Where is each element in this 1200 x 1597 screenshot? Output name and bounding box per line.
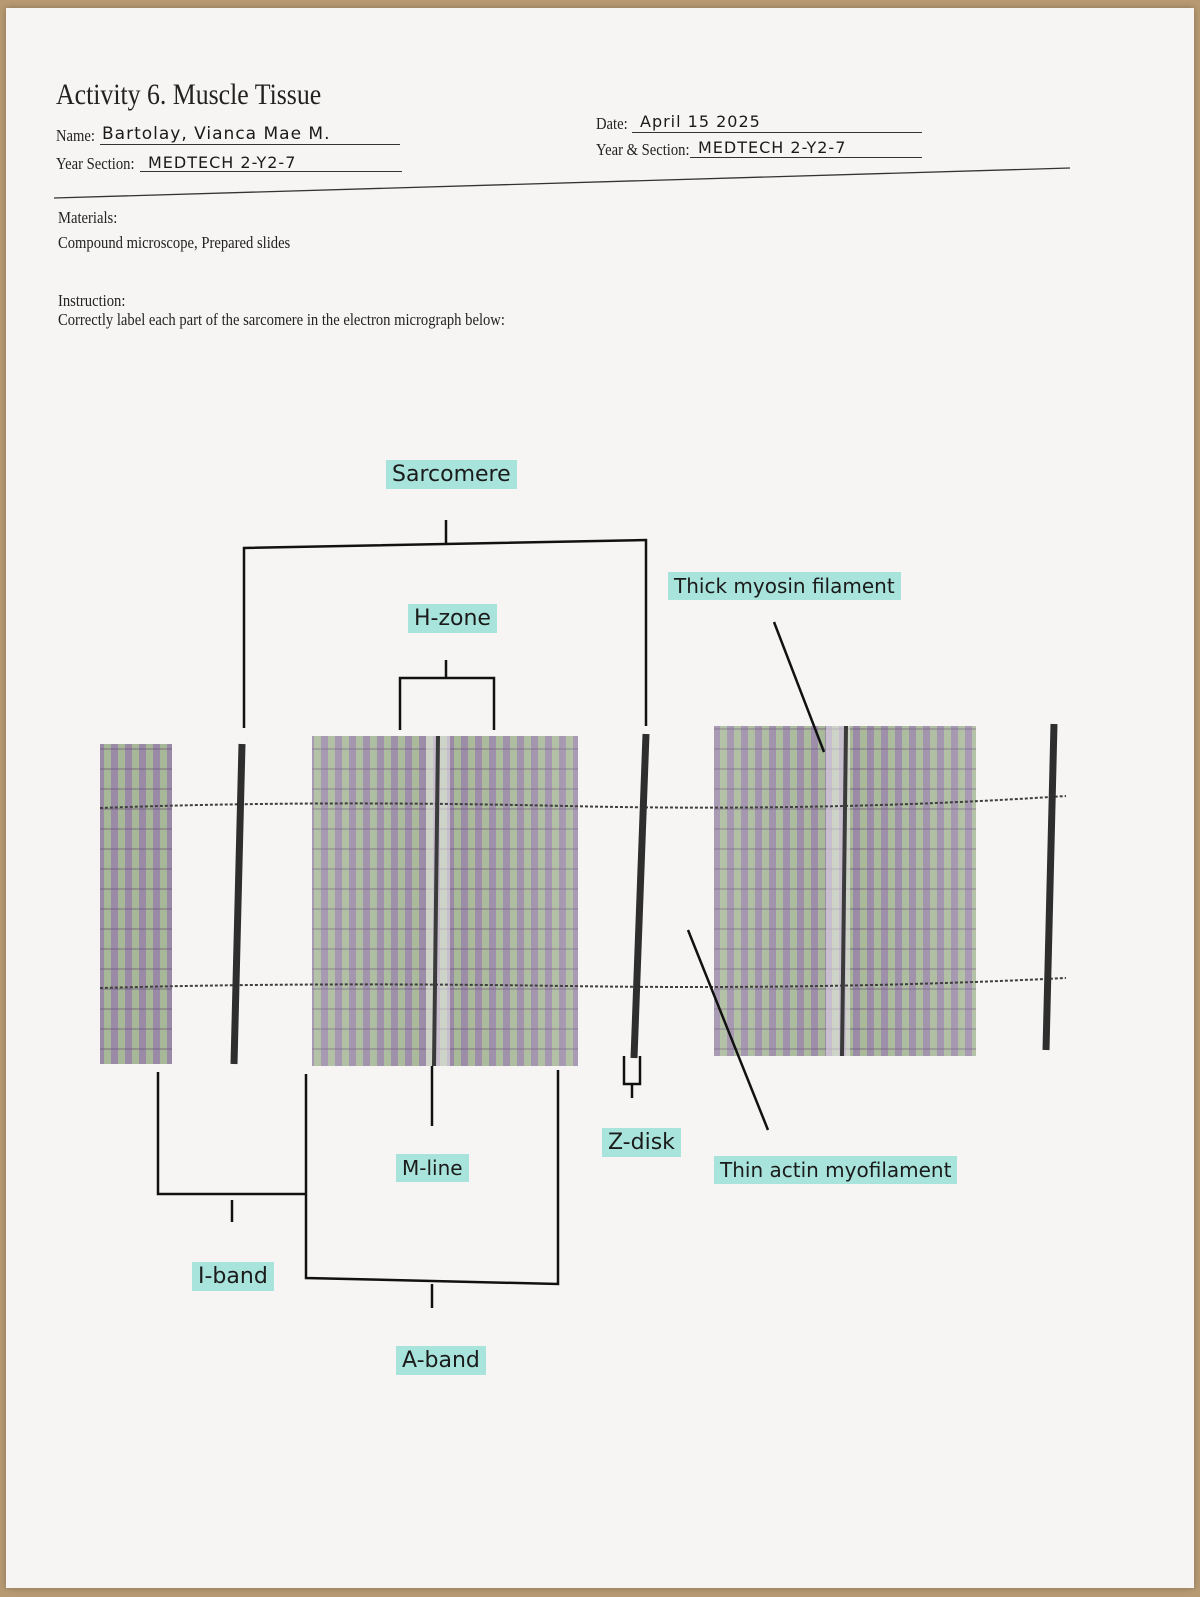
instruction-text: Correctly label each part of the sarcome… bbox=[58, 310, 505, 329]
sarcomere-diagram bbox=[53, 167, 1071, 1308]
m-line-label: M-line bbox=[396, 1154, 469, 1182]
year-section-value-right: MEDTECH 2-Y2-7 bbox=[698, 138, 847, 157]
year-section-value: MEDTECH 2-Y2-7 bbox=[148, 153, 297, 172]
micrograph-block-left bbox=[100, 744, 172, 1064]
a-band-label: A-band bbox=[396, 1346, 486, 1375]
year-section-label-right: Year & Section: bbox=[596, 140, 690, 159]
year-section-line-right bbox=[690, 157, 922, 158]
date-label: Date: bbox=[596, 114, 628, 133]
activity-title: Activity 6. Muscle Tissue bbox=[56, 78, 322, 111]
m-line-1 bbox=[432, 735, 440, 1067]
year-section-line bbox=[140, 171, 402, 172]
z-disk-bracket bbox=[622, 1056, 642, 1098]
z-disk-line-1 bbox=[230, 743, 246, 1065]
thin-actin-label: Thin actin myofilament bbox=[714, 1156, 958, 1184]
a-band-bracket bbox=[304, 1070, 560, 1308]
i-band-label: I-band bbox=[192, 1262, 274, 1291]
date-line bbox=[632, 132, 922, 133]
worksheet-paper: Activity 6. Muscle Tissue Name: Bartolay… bbox=[6, 8, 1194, 1588]
z-disk-line-2 bbox=[630, 733, 650, 1059]
sarcomere-bracket bbox=[242, 520, 648, 728]
thin-filament-pointer bbox=[686, 929, 770, 1131]
instruction-label: Instruction: bbox=[58, 291, 126, 310]
m-line-2 bbox=[840, 725, 848, 1057]
year-section-label: Year Section: bbox=[56, 154, 135, 173]
h-zone-label: H-zone bbox=[408, 604, 497, 633]
sarcomere-label: Sarcomere bbox=[386, 460, 517, 489]
z-disk-line-3 bbox=[1042, 723, 1058, 1051]
thick-filament-pointer bbox=[772, 621, 826, 753]
name-value: Bartolay, Vianca Mae M. bbox=[102, 124, 331, 144]
materials-text: Compound microscope, Prepared slides bbox=[58, 233, 291, 252]
name-label: Name: bbox=[56, 126, 95, 145]
name-line bbox=[100, 144, 400, 145]
materials-label: Materials: bbox=[58, 208, 118, 227]
header-divider bbox=[53, 167, 1071, 199]
date-value: April 15 2025 bbox=[640, 112, 761, 131]
i-band-bracket bbox=[156, 1072, 306, 1222]
h-zone-bracket bbox=[398, 660, 496, 730]
z-disk-label: Z-disk bbox=[602, 1128, 681, 1157]
thick-myosin-label: Thick myosin filament bbox=[668, 572, 901, 600]
